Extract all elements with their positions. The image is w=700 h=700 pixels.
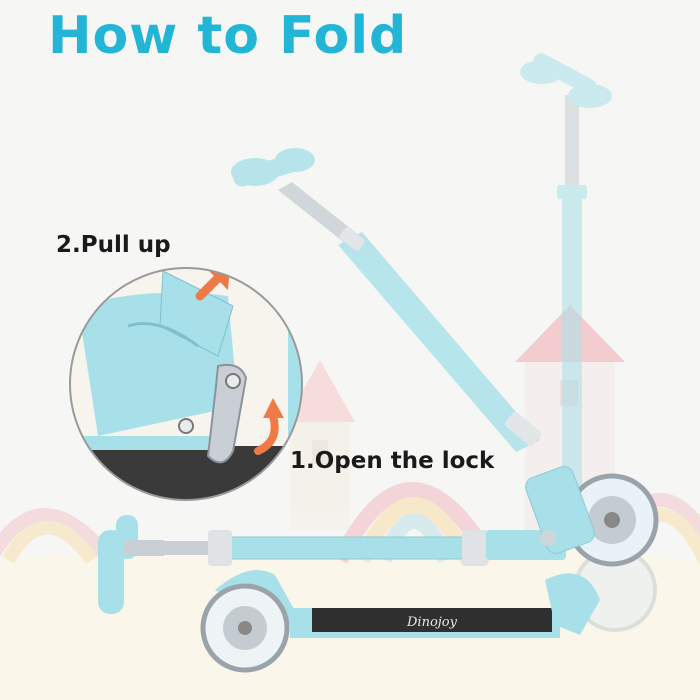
step-label-pull-up: 2.Pull up: [56, 232, 171, 258]
closeup-inset: [69, 267, 303, 501]
scooter-stem-tilted: [231, 148, 541, 452]
lock-lever: [206, 363, 248, 464]
step-label-open-lock: 1.Open the lock: [290, 448, 495, 474]
rainbow-left: [0, 508, 116, 565]
scooter-main: Dinojoy: [98, 466, 659, 673]
deck-logo: Dinojoy: [406, 615, 458, 630]
arrow-up-right-icon: [195, 271, 225, 301]
front-wheel: [200, 583, 290, 673]
scooter-folded: [520, 53, 657, 632]
castle-left: [285, 360, 355, 530]
page-title: How to Fold: [48, 6, 408, 66]
arrow-curved-icon: [254, 412, 279, 455]
